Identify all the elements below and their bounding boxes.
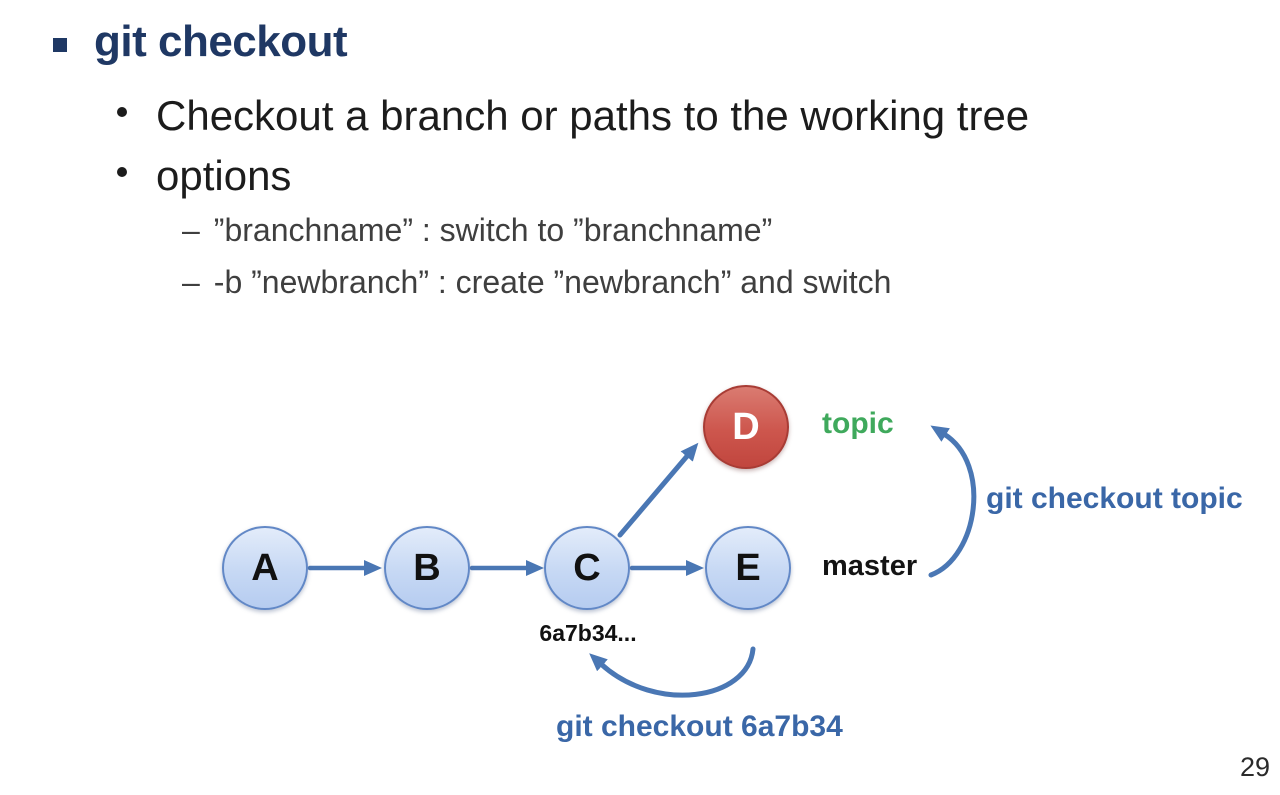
dash-bullet-marker: – [182,264,200,300]
commit-node-c: C [544,526,630,610]
branch-label-topic: topic [822,407,894,440]
square-bullet-icon [53,38,67,52]
arrow-checkout-topic [928,425,977,578]
bullet-item-checkout: Checkout a branch or paths to the workin… [156,92,1030,139]
arrow-checkout-hash [589,646,756,698]
branch-label-master: master [822,550,918,582]
commit-node-a: A [222,526,308,610]
commit-node-b: B [384,526,470,610]
commit-node-label: C [573,546,601,589]
commit-node-label: A [251,546,279,589]
commit-hash-label: 6a7b34... [539,620,637,646]
sub-bullet-text: ”branchname” : switch to ”branchname” [213,212,773,248]
commit-node-d: D [703,385,789,469]
sub-bullet-branchname: – ”branchname” : switch to ”branchname” [182,214,772,246]
page-number: 29 [1240,752,1271,782]
dot-bullet-icon [117,167,127,177]
commit-node-label: D [732,405,760,448]
command-checkout-topic: git checkout topic [986,482,1243,515]
sub-bullet-text: -b ”newbranch” : create ”newbranch” and … [213,264,892,300]
bullet-item-options: options [156,152,292,199]
dot-bullet-icon [117,107,127,117]
commit-node-label: E [735,546,761,589]
dash-bullet-marker: – [182,212,200,248]
arrow-c-to-d [617,442,699,538]
sub-bullet-newbranch: – -b ”newbranch” : create ”newbranch” an… [182,266,891,298]
commit-node-e: E [705,526,791,610]
commit-node-label: B [413,546,441,589]
command-checkout-hash: git checkout 6a7b34 [556,710,843,743]
page-title: git checkout [94,17,348,66]
